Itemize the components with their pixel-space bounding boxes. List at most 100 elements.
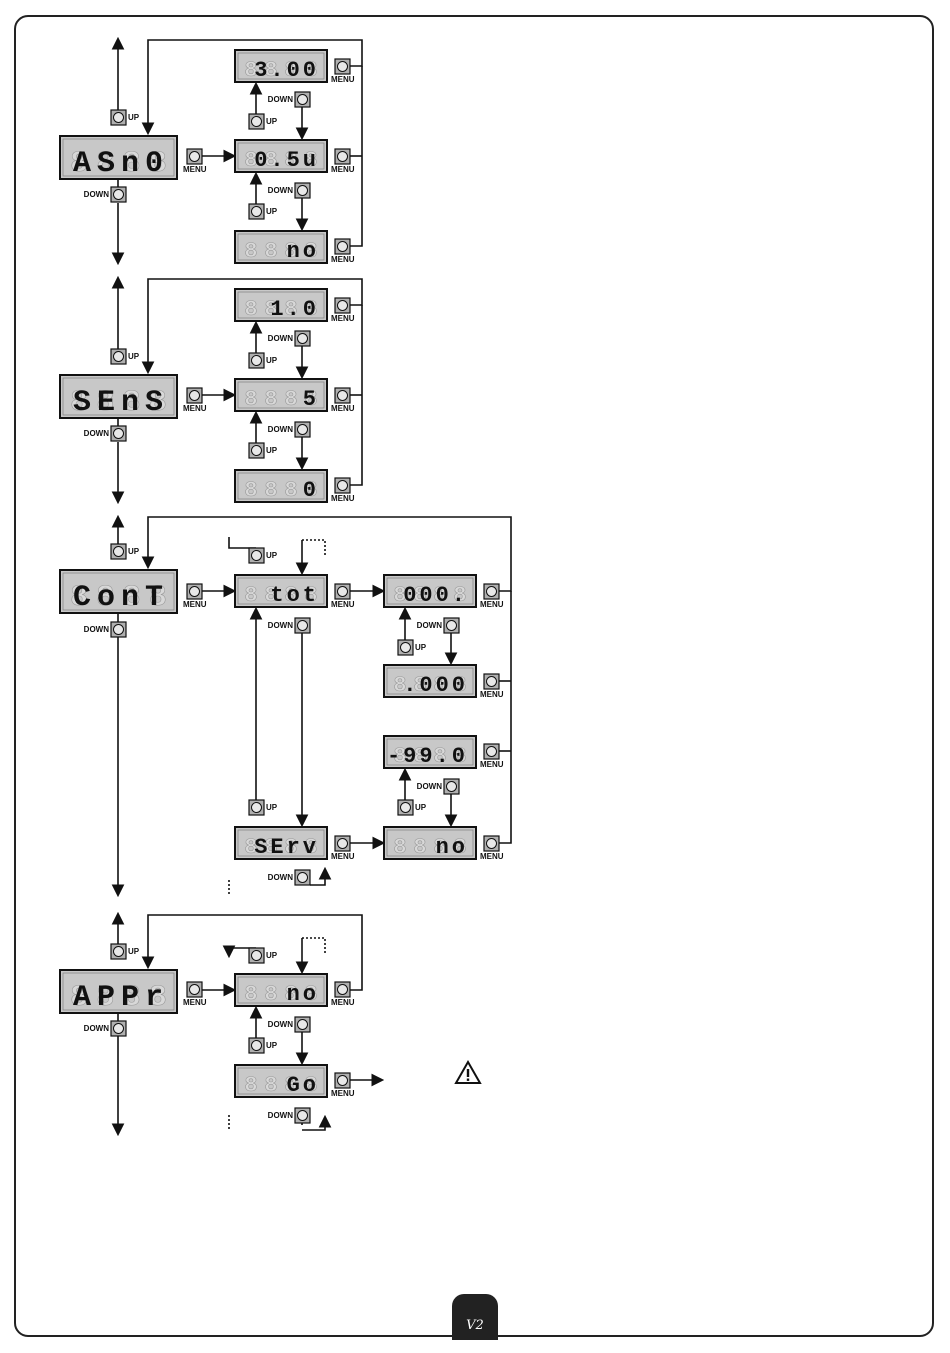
return-loop-2 <box>141 278 363 375</box>
menu-button-4[interactable]: MENU <box>183 981 207 1007</box>
up-button-1b[interactable]: UP <box>248 203 278 220</box>
up-button-3c[interactable]: UP <box>397 639 427 656</box>
menu-button-2a-label: MENU <box>331 314 355 323</box>
ghost-digit: 8 <box>453 583 466 608</box>
ghost-digit: 8 <box>70 147 88 181</box>
menu-button-3a-label: MENU <box>331 600 355 609</box>
up-button-3a[interactable]: UP <box>248 547 278 564</box>
menu-button-1c-label: MENU <box>331 255 355 264</box>
value-3-b-text: .000 <box>403 673 468 698</box>
menu-button-1-label: MENU <box>183 165 207 174</box>
menu-button-3f[interactable]: MENU <box>480 835 504 861</box>
up-button-4a[interactable]: UP <box>248 947 278 964</box>
ghost-digit: 8 <box>304 297 317 322</box>
down-button-1-label: DOWN <box>84 190 110 199</box>
up-button-1[interactable]: UP <box>110 109 140 126</box>
up-button-3[interactable]: UP <box>110 543 140 560</box>
main-display-4-text: APPr <box>73 981 169 1015</box>
main-display-3-text: ConT <box>73 581 169 615</box>
up-button-3b[interactable]: UP <box>248 799 278 816</box>
ghost-digit: 8 <box>284 387 297 412</box>
up-button-2[interactable]: UP <box>110 348 140 365</box>
ghost-digit: 8 <box>284 297 297 322</box>
ghost-digit: 8 <box>413 673 426 698</box>
down-button-2a[interactable]: DOWN <box>268 330 311 347</box>
up-button-2a[interactable]: UP <box>248 352 278 369</box>
down-button-4a[interactable]: DOWN <box>268 1016 311 1033</box>
ghost-digit: 8 <box>96 581 114 615</box>
down-button-1[interactable]: DOWN <box>84 186 127 203</box>
menu-button-3e[interactable]: MENU <box>480 743 504 769</box>
main-display-1-text: ASn0 <box>73 147 169 181</box>
down-button-3d[interactable]: DOWN <box>417 778 460 795</box>
menu-button-3a[interactable]: MENU <box>331 583 355 609</box>
logo-text: V2 <box>466 1318 484 1333</box>
down-button-2a-label: DOWN <box>268 334 294 343</box>
ghost-digit: 8 <box>244 239 257 264</box>
down-button-1b[interactable]: DOWN <box>268 182 311 199</box>
down-button-2[interactable]: DOWN <box>84 425 127 442</box>
up-button-3a-label: UP <box>266 551 278 560</box>
menu-button-3b[interactable]: MENU <box>331 835 355 861</box>
up-button-1a[interactable]: UP <box>248 113 278 130</box>
menu-button-2c[interactable]: MENU <box>331 477 355 503</box>
ghost-digit: 8 <box>96 386 114 420</box>
ghost-digit: 8 <box>149 147 167 181</box>
down-button-3b[interactable]: DOWN <box>268 869 311 886</box>
up-button-4b[interactable]: UP <box>248 1037 278 1054</box>
value-1-b-text: 0.5u <box>254 148 319 173</box>
ghost-digit: 8 <box>244 835 257 860</box>
value-1-a-text: 3.00 <box>254 58 319 83</box>
down-button-4b[interactable]: DOWN <box>268 1107 311 1124</box>
down-wrap-3 <box>310 866 332 886</box>
menu-button-4a[interactable]: MENU <box>331 981 355 1007</box>
up-button-4[interactable]: UP <box>110 943 140 960</box>
ghost-digit: 8 <box>304 387 317 412</box>
down-button-3c[interactable]: DOWN <box>417 617 460 634</box>
ghost-digit: 8 <box>264 148 277 173</box>
down-button-4[interactable]: DOWN <box>84 1020 127 1037</box>
up-button-2b[interactable]: UP <box>248 442 278 459</box>
menu-button-2a[interactable]: MENU <box>331 297 355 323</box>
value-3-d-text: no <box>436 835 468 860</box>
down-button-2b[interactable]: DOWN <box>268 421 311 438</box>
return-loop-3 <box>141 516 512 592</box>
ghost-digit: 8 <box>264 58 277 83</box>
ghost-digit: 8 <box>284 239 297 264</box>
menu-button-3[interactable]: MENU <box>183 583 207 609</box>
menu-button-1a[interactable]: MENU <box>331 58 355 84</box>
menu-button-1b[interactable]: MENU <box>331 148 355 174</box>
down-button-3a-label: DOWN <box>268 621 294 630</box>
ghost-digit: 8 <box>70 581 88 615</box>
sub-4-a-text: no <box>287 982 319 1007</box>
menu-button-4b-label: MENU <box>331 1089 355 1098</box>
menu-button-1[interactable]: MENU <box>183 148 207 174</box>
up-button-3d[interactable]: UP <box>397 799 427 816</box>
return-loop-1 <box>141 39 363 136</box>
up-button-2a-label: UP <box>266 356 278 365</box>
down-button-3a[interactable]: DOWN <box>268 617 311 634</box>
menu-button-2[interactable]: MENU <box>183 387 207 413</box>
menu-button-4b[interactable]: MENU <box>331 1072 355 1098</box>
ghost-digit: 8 <box>96 147 114 181</box>
down-button-1a[interactable]: DOWN <box>268 91 311 108</box>
menu-button-3c-label: MENU <box>480 600 504 609</box>
ghost-digit: 8 <box>284 478 297 503</box>
ghost-digit: 8 <box>123 147 141 181</box>
up-button-2b-label: UP <box>266 446 278 455</box>
up-button-4a-label: UP <box>266 951 278 960</box>
menu-button-3c[interactable]: MENU <box>480 583 504 609</box>
ghost-digit: 8 <box>393 835 406 860</box>
down-button-3[interactable]: DOWN <box>84 621 127 638</box>
up-wrap-3 <box>228 537 256 549</box>
menu-button-3d[interactable]: MENU <box>480 673 504 699</box>
menu-button-2b[interactable]: MENU <box>331 387 355 413</box>
menu-button-1c[interactable]: MENU <box>331 238 355 264</box>
